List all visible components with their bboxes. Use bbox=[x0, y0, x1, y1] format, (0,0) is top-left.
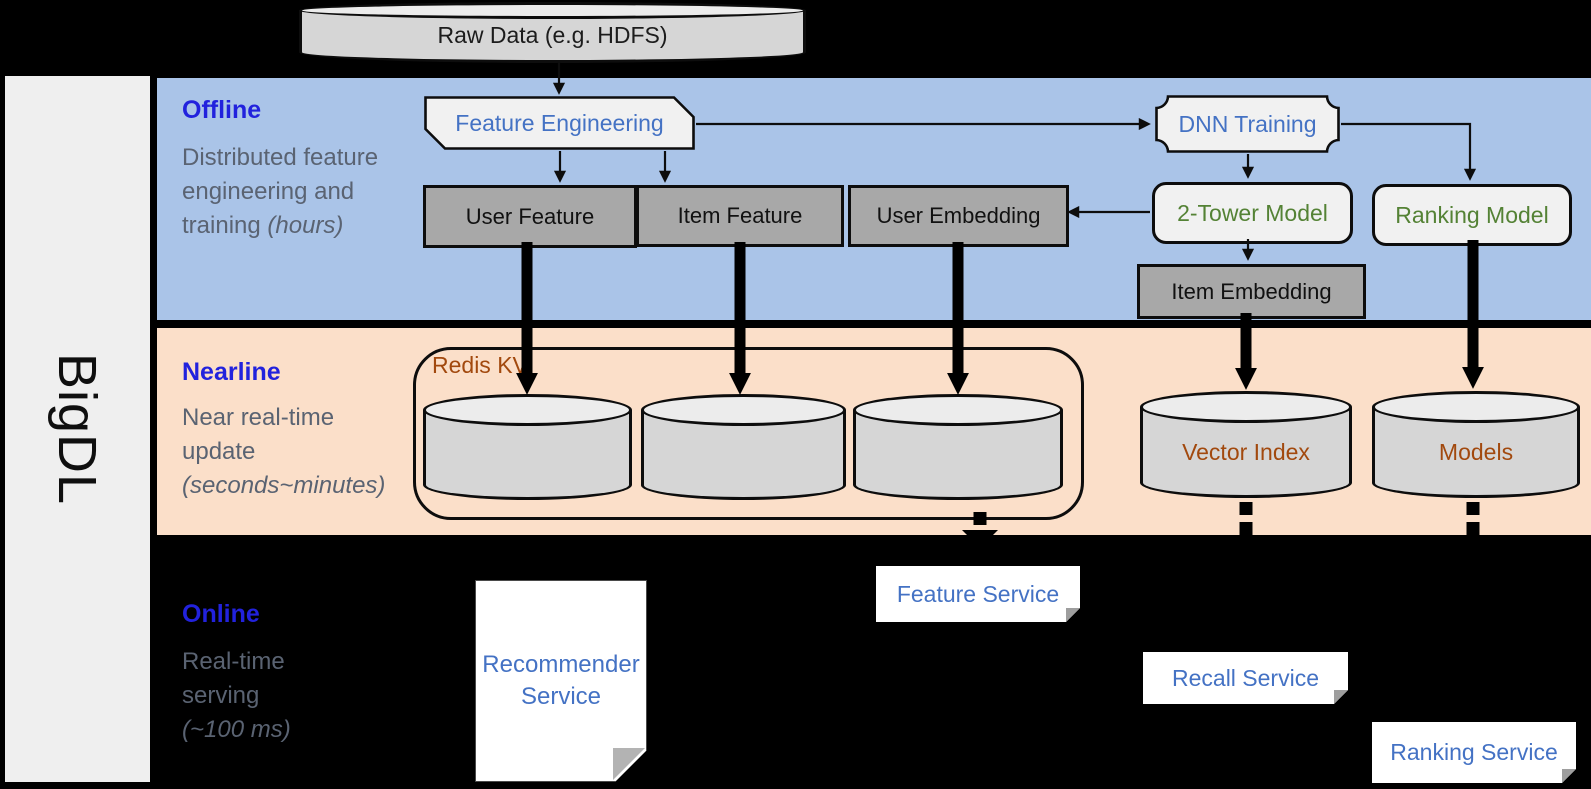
two-tower-model-label: 2-Tower Model bbox=[1177, 199, 1328, 226]
bigdl-brand-text: BigDL bbox=[47, 352, 108, 506]
feature-engineering-label: Feature Engineering bbox=[455, 109, 664, 136]
feature-service-label: Feature Service bbox=[896, 580, 1060, 607]
offline-lane-label: Offline Distributed feature engineering … bbox=[182, 96, 392, 243]
raw-data-cylinder: Raw Data (e.g. HDFS) bbox=[299, 2, 806, 63]
online-description: Real-time serving (~100 ms) bbox=[182, 648, 291, 744]
ranking-service-label: Ranking Service bbox=[1390, 739, 1558, 765]
online-lane-label: Online Real-time serving (~100 ms) bbox=[182, 600, 342, 747]
item-feature-label: Item Feature bbox=[677, 203, 803, 228]
ranking-model-node: Ranking Model bbox=[1372, 184, 1572, 246]
user-feature-node: User Feature bbox=[423, 185, 637, 248]
bigdl-brand: BigDL bbox=[5, 76, 150, 782]
bigdl-sidebar: BigDL bbox=[5, 76, 150, 782]
redis-shard-cylinder-2 bbox=[641, 394, 846, 500]
raw-data-label: Raw Data (e.g. HDFS) bbox=[437, 22, 668, 48]
plaque-shape bbox=[1155, 95, 1340, 153]
nearline-lane-label: Nearline Near real-time update (seconds~… bbox=[182, 358, 422, 503]
dnn-training-node: DNN Training bbox=[1155, 95, 1340, 153]
user-embedding-node: User Embedding bbox=[848, 185, 1069, 247]
dnn-training-label: DNN Training bbox=[1178, 110, 1317, 137]
ranking-model-label: Ranking Model bbox=[1395, 201, 1549, 228]
models-cylinder: Models bbox=[1372, 391, 1580, 498]
nearline-description: Near real-time update (seconds~minutes) bbox=[182, 404, 386, 500]
models-label: Models bbox=[1438, 439, 1514, 465]
recall-service-label: Recall Service bbox=[1172, 664, 1319, 691]
recommender-service-node: Recommender Service bbox=[475, 580, 647, 782]
item-feature-node: Item Feature bbox=[636, 185, 844, 247]
offline-description: Distributed feature engineering and trai… bbox=[182, 144, 379, 240]
offline-title: Offline bbox=[182, 96, 262, 124]
two-tower-model-node: 2-Tower Model bbox=[1152, 182, 1353, 244]
user-feature-label: User Feature bbox=[465, 203, 595, 229]
user-embedding-label: User Embedding bbox=[876, 203, 1041, 228]
online-title: Online bbox=[182, 600, 260, 628]
feature-service-node: Feature Service bbox=[876, 566, 1080, 622]
item-embedding-label: Item Embedding bbox=[1171, 278, 1332, 304]
item-embedding-node: Item Embedding bbox=[1137, 264, 1366, 319]
redis-kv-label: Redis KV bbox=[432, 352, 528, 378]
recall-service-node: Recall Service bbox=[1143, 652, 1348, 704]
vector-index-cylinder: Vector Index bbox=[1140, 391, 1352, 498]
feature-engineering-node: Feature Engineering bbox=[424, 96, 695, 150]
redis-shard-cylinder-3 bbox=[853, 394, 1063, 500]
redis-shard-cylinder-1 bbox=[423, 394, 632, 500]
recommender-service-label: Recommender Service bbox=[482, 650, 640, 710]
snip-rect-shape bbox=[424, 96, 695, 150]
vector-index-label: Vector Index bbox=[1182, 439, 1310, 465]
ranking-service-node: Ranking Service bbox=[1372, 722, 1576, 783]
nearline-title: Nearline bbox=[182, 358, 281, 386]
redis-kv-container bbox=[413, 347, 1084, 520]
